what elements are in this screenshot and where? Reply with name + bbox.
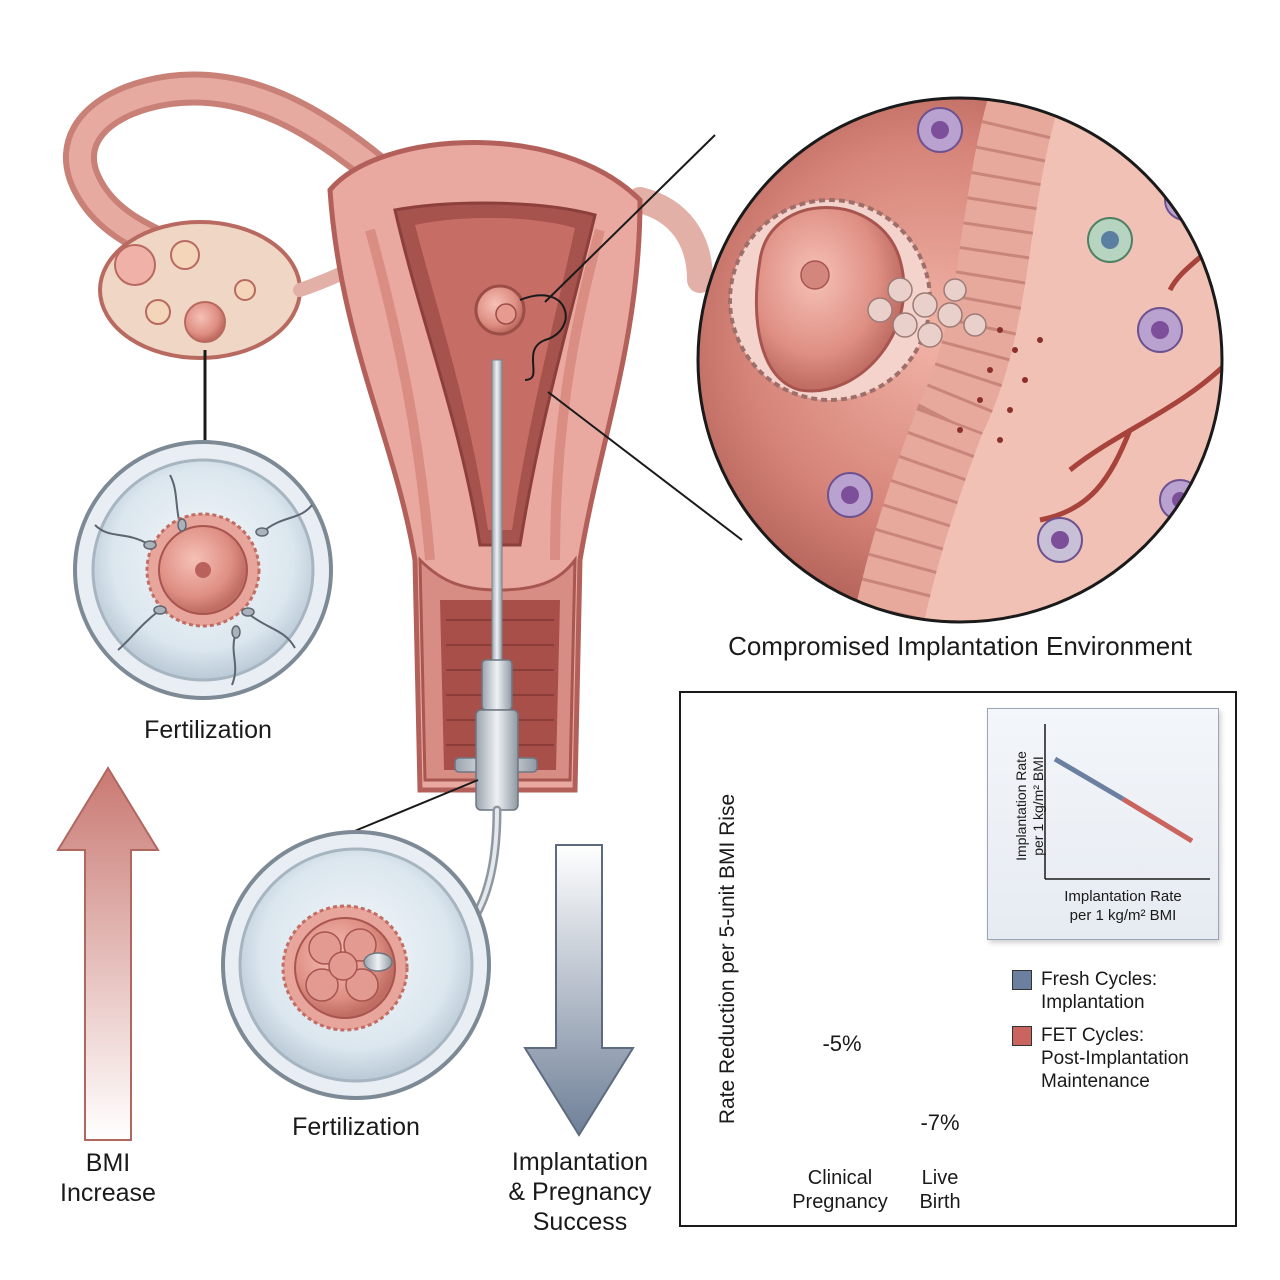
embryo-dish-bottom	[221, 830, 491, 1100]
inset-y-label-line2: per 1 kg/m² BMI	[1030, 756, 1046, 856]
category-live-line1: Live	[921, 1167, 959, 1189]
implantation-success-arrow	[523, 844, 635, 1137]
bar-chart-y-label: Rate Reduction per 5-unit BMI Rise	[716, 793, 739, 1125]
fertilization-dish-top	[73, 440, 333, 700]
label-compromised-environment: Compromised Implantation Environment	[728, 631, 1192, 661]
inset-y-label: Implantation Rate per 1 kg/m² BMI	[1013, 721, 1047, 891]
inset-y-label-line1: Implantation Rate	[1013, 751, 1029, 861]
label-fertilization-bottom: Fertilization	[292, 1113, 420, 1141]
chart-panel	[679, 691, 1237, 1227]
category-clinical-line2: Pregnancy	[792, 1191, 888, 1213]
legend-swatch-fresh	[1012, 970, 1032, 990]
inset-trend-line-fet	[1121, 796, 1194, 844]
bmi-increase-arrow	[56, 766, 160, 1141]
category-live-line2: Birth	[919, 1191, 961, 1213]
bmi-line2: Increase	[60, 1179, 156, 1207]
inset-line-chart: Implantation Rate per 1 kg/m² BMI Implan…	[987, 708, 1219, 940]
implantation-zoom-circle	[696, 96, 1224, 624]
inset-x-label-line1: Implantation Rate	[1064, 888, 1182, 905]
inset-trend-line-fresh	[1053, 756, 1125, 802]
implantation-line3: Success	[532, 1208, 628, 1236]
inset-x-label: Implantation Rate per 1 kg/m² BMI	[1028, 887, 1218, 925]
zoom-connector-bottom	[547, 391, 743, 541]
implantation-line1: Implantation	[511, 1148, 649, 1176]
data-label-fet: -7%	[920, 1110, 960, 1135]
legend-fresh-line2: Implantation	[1041, 992, 1145, 1013]
label-fertilization-top: Fertilization	[144, 716, 272, 744]
legend-fet-line1: FET Cycles:	[1041, 1025, 1145, 1046]
category-label-clinical-pregnancy: Clinical Pregnancy	[770, 1166, 910, 1214]
inset-plot	[1044, 724, 1210, 880]
category-label-live-birth: Live Birth	[880, 1166, 1000, 1214]
legend-label-fet: FET Cycles: Post-Implantation Maintenanc…	[1041, 1024, 1189, 1093]
label-implantation-success: Implantation & Pregnancy Success	[480, 1147, 680, 1237]
data-label-fresh: -5%	[822, 1031, 862, 1056]
legend-fresh-line1: Fresh Cycles:	[1041, 969, 1158, 990]
legend-swatch-fet	[1012, 1026, 1032, 1046]
connector-line	[344, 779, 479, 836]
zoom-connector-top	[544, 134, 716, 303]
implantation-line2: & Pregnancy	[508, 1178, 652, 1206]
inset-x-label-line2: per 1 kg/m² BMI	[1069, 907, 1177, 924]
category-clinical-line1: Clinical	[807, 1167, 873, 1189]
legend-label-fresh: Fresh Cycles: Implantation	[1041, 968, 1157, 1014]
bmi-line1: BMI	[85, 1149, 131, 1177]
legend-fet-line2: Post-Implantation	[1041, 1048, 1189, 1069]
legend-fet-line3: Maintenance	[1041, 1071, 1150, 1092]
label-bmi-increase: BMI Increase	[28, 1148, 188, 1208]
